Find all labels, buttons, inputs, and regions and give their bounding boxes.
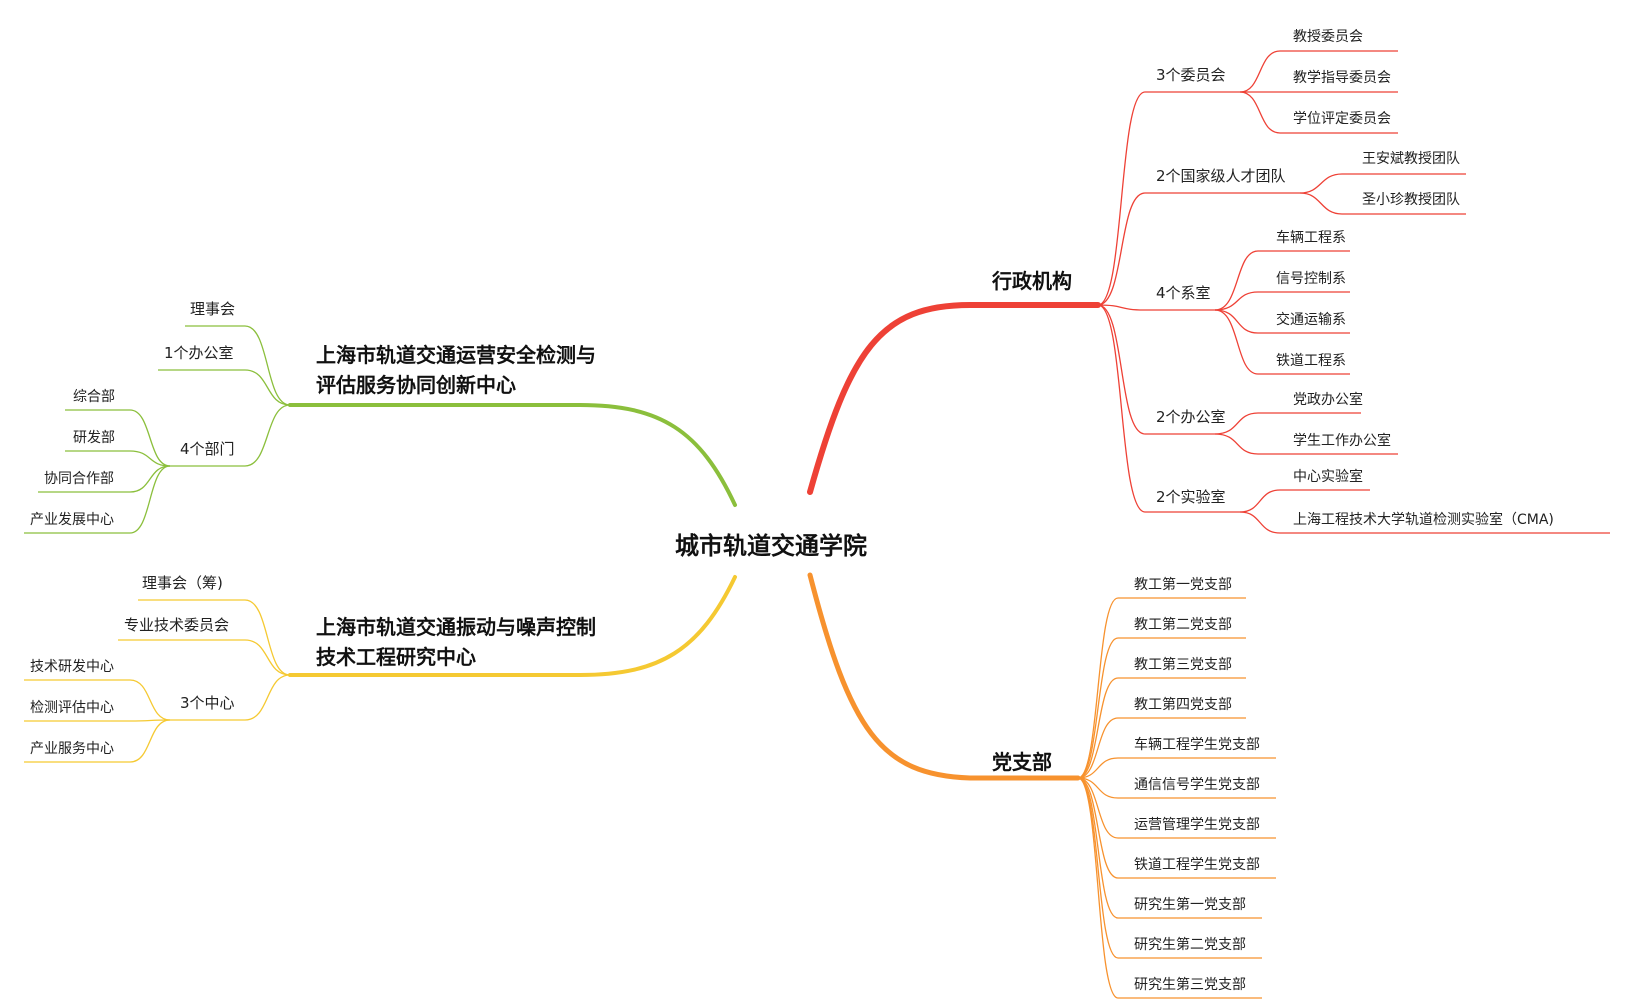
branch-center-b (288, 575, 737, 677)
party-branch-item[interactable]: 教工第二党支部 (1134, 617, 1232, 633)
branch-party (807, 572, 1081, 781)
center-b-center-item[interactable]: 技术研发中心 (30, 659, 114, 675)
department-item[interactable]: 信号控制系 (1276, 271, 1346, 287)
leaf-link-committee-3 (1239, 91, 1398, 134)
party-link-6 (1077, 777, 1276, 799)
party-link-5 (1077, 757, 1276, 779)
admin-link-offices (1097, 304, 1215, 435)
branch-admin (807, 302, 1101, 495)
branch-center-a (288, 403, 737, 507)
admin-link-departments (1097, 304, 1215, 311)
center-a-leaf-link-1 (65, 409, 171, 467)
party-branch-item[interactable]: 研究生第二党支部 (1134, 937, 1246, 953)
center-b-center-item[interactable]: 检测评估中心 (30, 700, 114, 716)
department-item[interactable]: 铁道工程系 (1276, 353, 1346, 369)
leaf-link-talent-1 (1299, 173, 1466, 194)
leaf-link-committee-1 (1239, 50, 1398, 93)
committee-item[interactable]: 教学指导委员会 (1293, 70, 1391, 86)
center-b-center-item[interactable]: 产业服务中心 (30, 741, 114, 757)
admin-departments[interactable]: 4个系室 (1156, 284, 1211, 302)
center-b-centers[interactable]: 3个中心 (180, 694, 235, 712)
center-a-link-office (158, 369, 291, 406)
party-link-3 (1077, 677, 1246, 779)
department-item[interactable]: 交通运输系 (1276, 312, 1346, 328)
center-a-leaf-link-4 (24, 465, 171, 534)
party-branch-item[interactable]: 教工第四党支部 (1134, 697, 1232, 713)
admin-link-labs (1097, 304, 1240, 513)
root-topic[interactable]: 城市轨道交通学院 (675, 532, 867, 560)
party-branch-item[interactable]: 教工第三党支部 (1134, 657, 1232, 673)
party-link-7 (1077, 777, 1276, 839)
talent-item[interactable]: 圣小珍教授团队 (1362, 192, 1460, 208)
committee-item[interactable]: 教授委员会 (1293, 29, 1363, 45)
party-link-9 (1077, 777, 1262, 919)
center-a-leaf-link-3 (38, 465, 171, 493)
center-b-topic[interactable]: 上海市轨道交通振动与噪声控制技术工程研究中心 (316, 615, 596, 669)
center-a-department-item[interactable]: 综合部 (73, 389, 115, 405)
center-b-committee[interactable]: 专业技术委员会 (124, 616, 230, 634)
party-link-2 (1077, 637, 1246, 779)
party-branch-item[interactable]: 通信信号学生党支部 (1134, 777, 1260, 793)
admin-link-committees (1097, 91, 1240, 306)
lab-item[interactable]: 中心实验室 (1293, 469, 1363, 485)
center-a-department-item[interactable]: 产业发展中心 (30, 512, 114, 528)
party-branch-item[interactable]: 铁道工程学生党支部 (1134, 857, 1260, 873)
party-link-10 (1077, 777, 1262, 959)
admin-link-talent (1097, 192, 1300, 306)
admin-labs[interactable]: 2个实验室 (1156, 488, 1226, 506)
center-b-link-centers (170, 674, 291, 721)
party-link-8 (1077, 777, 1276, 879)
admin-topic[interactable]: 行政机构 (992, 269, 1072, 293)
center-b-leaf-link-2 (24, 719, 171, 722)
admin-talent[interactable]: 2个国家级人才团队 (1156, 167, 1286, 185)
center-b-leaf-link-3 (24, 719, 171, 763)
party-branch-item[interactable]: 教工第一党支部 (1134, 577, 1232, 593)
party-branch-item[interactable]: 运营管理学生党支部 (1134, 817, 1260, 833)
center-a-board[interactable]: 理事会 (190, 300, 236, 318)
talent-item[interactable]: 王安斌教授团队 (1362, 151, 1460, 167)
admin-offices[interactable]: 2个办公室 (1156, 408, 1226, 426)
center-a-office[interactable]: 1个办公室 (164, 344, 234, 362)
party-topic[interactable]: 党支部 (992, 750, 1052, 774)
party-link-1 (1077, 597, 1246, 779)
party-branch-item[interactable]: 车辆工程学生党支部 (1134, 737, 1260, 753)
center-b-link-board (138, 599, 291, 676)
center-a-department-item[interactable]: 协同合作部 (44, 471, 114, 487)
party-branch-item[interactable]: 研究生第三党支部 (1134, 977, 1246, 993)
leaf-link-dept-3 (1214, 309, 1350, 334)
center-a-department-item[interactable]: 研发部 (73, 430, 115, 446)
center-b-link-committee (118, 639, 291, 676)
admin-committees[interactable]: 3个委员会 (1156, 66, 1226, 84)
party-branch-item[interactable]: 研究生第一党支部 (1134, 897, 1246, 913)
office-item[interactable]: 党政办公室 (1293, 392, 1363, 408)
party-link-4 (1077, 717, 1246, 779)
leaf-link-lab-2 (1239, 511, 1610, 534)
center-a-link-board (185, 325, 291, 406)
center-a-leaf-link-2 (65, 450, 171, 467)
center-b-board[interactable]: 理事会（筹) (142, 574, 223, 592)
lab-item[interactable]: 上海工程技术大学轨道检测实验室（CMA) (1293, 512, 1554, 528)
department-item[interactable]: 车辆工程系 (1276, 230, 1346, 246)
committee-item[interactable]: 学位评定委员会 (1293, 111, 1391, 127)
leaf-link-dept-4 (1214, 309, 1350, 375)
center-a-topic[interactable]: 上海市轨道交通运营安全检测与评估服务协同创新中心 (316, 343, 596, 397)
party-link-11 (1077, 777, 1262, 999)
leaf-link-office-1 (1214, 412, 1361, 435)
leaf-link-dept-2 (1214, 291, 1350, 311)
office-item[interactable]: 学生工作办公室 (1293, 433, 1391, 449)
leaf-link-lab-1 (1239, 489, 1370, 513)
leaf-link-dept-1 (1214, 250, 1350, 311)
leaf-link-office-2 (1214, 433, 1398, 455)
leaf-link-talent-2 (1299, 192, 1466, 215)
center-a-link-departments (170, 404, 291, 467)
center-b-leaf-link-1 (24, 679, 171, 721)
center-a-departments[interactable]: 4个部门 (180, 440, 235, 458)
